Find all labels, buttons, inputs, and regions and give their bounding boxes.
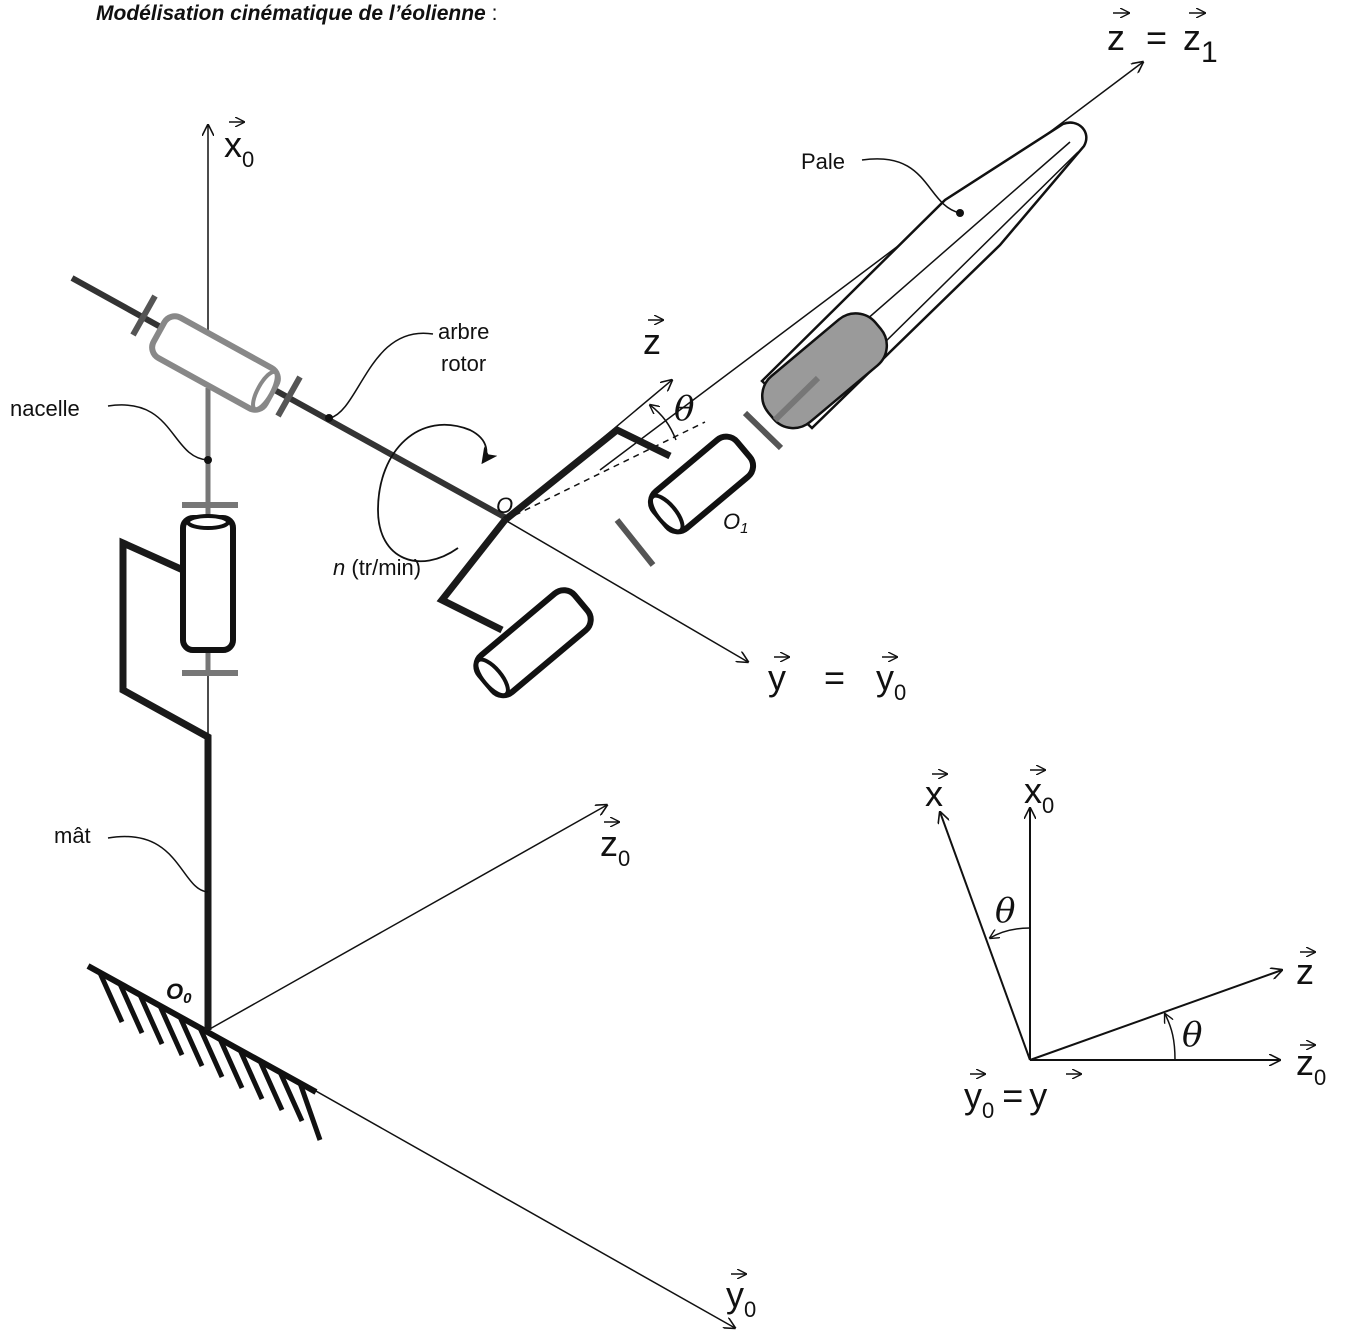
- rotation-arrow: [377, 424, 498, 563]
- blade-root-stem: [772, 375, 821, 423]
- inset-theta-top: θ: [995, 891, 1015, 931]
- mast: [119, 388, 238, 1030]
- label-arbre: arbre: [438, 319, 489, 344]
- rotor-shaft: [70, 275, 510, 522]
- blade-pivot-bearing-upper: [742, 410, 784, 451]
- inset-theta-arc-right: [1165, 1014, 1176, 1061]
- inset-label-y0-eq-y: y0=y: [964, 1075, 1047, 1123]
- blade-inner-line-1: [849, 141, 1071, 335]
- vec-z-eq-z1: z = z1: [1107, 13, 1218, 69]
- rotor-shaft-dot: [325, 414, 333, 422]
- leader-nacelle: [107, 404, 209, 461]
- label-point-o: O: [496, 493, 513, 518]
- label-mat: mât: [54, 823, 91, 848]
- inset-axis-z: [1029, 970, 1282, 1061]
- nacelle-bearing-right: [275, 375, 303, 418]
- inset-theta-right: θ: [1182, 1015, 1202, 1055]
- rotor-axis-y: [504, 519, 748, 662]
- label-nacelle: nacelle: [10, 396, 80, 421]
- leader-mat: [107, 835, 209, 893]
- inset-label-x: x: [925, 773, 943, 814]
- inset-axis-x: [940, 812, 1031, 1061]
- label-speed: n (tr/min): [333, 555, 421, 580]
- lower-blade-cylinder: [473, 587, 594, 699]
- svg-text:=: =: [1146, 17, 1167, 58]
- label-point-o0: O0: [166, 979, 192, 1007]
- vec-z-mid: z: [643, 320, 663, 362]
- theta-label-blade: θ: [674, 389, 694, 429]
- inset-rotation-diagram: x x0 z z0 y0=y θ θ: [925, 770, 1326, 1123]
- blade-inner-line-2: [874, 151, 1079, 353]
- svg-text:z0: z0: [600, 823, 630, 871]
- leader-arbre: [329, 332, 434, 419]
- label-rotor: rotor: [441, 351, 486, 376]
- inset-label-z: z: [1296, 951, 1314, 992]
- leader-pale: [861, 158, 961, 214]
- theta-arc-blade: [650, 405, 677, 441]
- nacelle-cylinder: [149, 313, 281, 413]
- mast-body: [119, 537, 212, 1030]
- label-point-o1: O1: [723, 509, 748, 537]
- vec-y-eq-y0: y = y0: [768, 657, 906, 705]
- svg-text:z1: z1: [1183, 17, 1218, 69]
- svg-text:z: z: [643, 321, 661, 362]
- inset-label-z0: z0: [1296, 1042, 1326, 1090]
- hub-arm-lower: [436, 517, 508, 634]
- svg-text:y: y: [768, 657, 786, 698]
- vec-y0-main: y0: [726, 1274, 756, 1322]
- blade-pivot-cylinder: [647, 433, 757, 535]
- diagram-title: Modélisation cinématique de l’éolienne :: [96, 2, 497, 36]
- svg-text:=: =: [824, 657, 845, 698]
- svg-text:y0: y0: [876, 657, 906, 705]
- vec-z0-main: z0: [600, 822, 630, 871]
- label-pale: Pale: [801, 149, 845, 174]
- ground-hatching: [97, 971, 323, 1141]
- blade-pivot-bearing-lower: [614, 518, 656, 567]
- title-colon: :: [485, 2, 498, 25]
- blade: [760, 121, 1088, 430]
- dashed-reference: [504, 421, 706, 521]
- mast-pivot-cylinder: [180, 515, 236, 653]
- svg-text:z: z: [1107, 17, 1125, 58]
- inset-label-x0: x0: [1024, 770, 1054, 818]
- inset-theta-arc-top: [990, 927, 1031, 938]
- svg-text:y0: y0: [726, 1274, 756, 1322]
- hub-arm-upper: [502, 425, 672, 523]
- hub: [436, 410, 784, 699]
- svg-text:x0: x0: [224, 124, 254, 172]
- leader-lines: [107, 158, 961, 893]
- ground: [86, 963, 323, 1141]
- title-text: Modélisation cinématique de l’éolienne: [96, 2, 486, 25]
- main-axes: [208, 62, 1143, 1328]
- vec-x0-top: x0: [224, 122, 254, 172]
- nacelle-bearing-left: [130, 294, 158, 337]
- axis-z0: [207, 805, 607, 1031]
- mast-pivot-cylinder-top: [186, 514, 230, 530]
